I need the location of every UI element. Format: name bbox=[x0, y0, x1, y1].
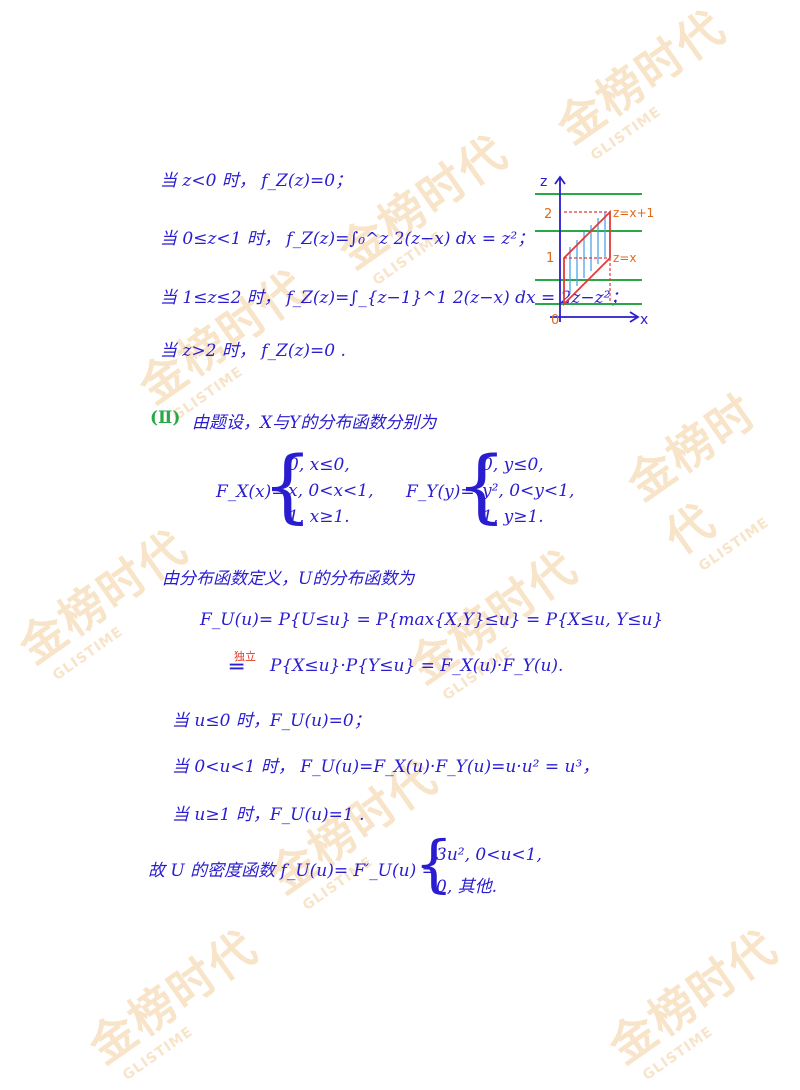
graph-tick-2: 2 bbox=[544, 207, 552, 222]
fu-line2: P{X≤u}·P{Y≤u} = F_X(u)·F_Y(u). bbox=[270, 656, 564, 676]
fx-label: F_X(x)= bbox=[216, 482, 286, 502]
graph-z-label: z bbox=[540, 174, 547, 190]
part-intro: 由题设，X与Y的分布函数分别为 bbox=[192, 413, 437, 433]
fu-line: F_U(u)= P{U≤u} = P{max{X,Y}≤u} = P{X≤u, … bbox=[200, 610, 664, 630]
density-cases: 3u², 0<u<1, 0, 其他. bbox=[436, 845, 542, 897]
density-label: 故 U 的密度函数 f_U(u)= F′_U(u) = bbox=[148, 861, 436, 881]
fx-cases: 0, x≤0, x, 0<x<1, 1, x≥1. bbox=[288, 455, 374, 527]
fz-case-negative: 当 z<0 时， f_Z(z)=0； bbox=[160, 171, 353, 191]
equals-sign: ═ bbox=[230, 655, 244, 680]
graph-line-lower: z=x bbox=[613, 251, 636, 265]
graph-origin: 0 bbox=[551, 313, 559, 328]
graph-tick-1: 1 bbox=[546, 251, 554, 266]
fy-label: F_Y(y)= bbox=[406, 482, 475, 502]
fz-case-1-2: 当 1≤z≤2 时， f_Z(z)=∫_{z−1}^1 2(z−x) dx = … bbox=[160, 288, 628, 308]
graph-x-label: x bbox=[640, 312, 648, 328]
fu-case-3: 当 u≥1 时，F_U(u)=1 . bbox=[172, 805, 365, 825]
fx-brace: { bbox=[262, 439, 313, 532]
fu-case-1: 当 u≤0 时，F_U(u)=0； bbox=[172, 711, 371, 731]
fy-cases: 0, y≤0, y², 0<y<1, 1, y≥1. bbox=[482, 455, 575, 527]
density-brace: { bbox=[414, 827, 454, 900]
graph-line-upper: z=x+1 bbox=[613, 206, 654, 220]
fu-case-2: 当 0<u<1 时， F_U(u)=F_X(u)·F_Y(u)=u·u² = u… bbox=[172, 757, 600, 777]
independent-note: 独立 bbox=[234, 650, 256, 663]
definition-line: 由分布函数定义，U的分布函数为 bbox=[162, 569, 415, 589]
fy-brace: { bbox=[456, 439, 507, 532]
fz-case-over-2: 当 z>2 时， f_Z(z)=0 . bbox=[160, 341, 346, 361]
region-graph: z 2 1 0 x z=x+1 z=x bbox=[535, 174, 654, 328]
fz-case-0-1: 当 0≤z<1 时， f_Z(z)=∫₀^z 2(z−x) dx = z²； bbox=[160, 229, 535, 249]
part-marker: (Ⅱ) bbox=[150, 408, 181, 428]
